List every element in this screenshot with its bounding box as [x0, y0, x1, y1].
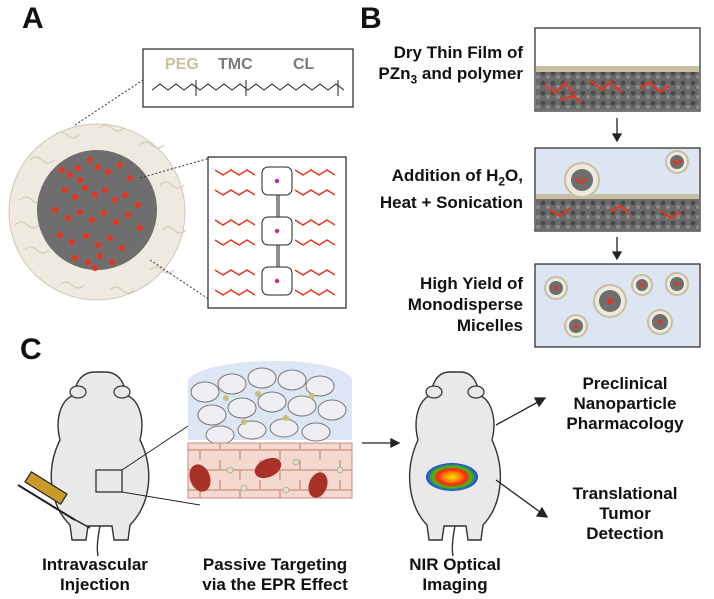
outcome2-line3: Detection [586, 524, 664, 543]
zoom-lines [74, 79, 211, 301]
injection-line2: Injection [60, 575, 130, 594]
step2-line1-sub: 2 [498, 174, 506, 189]
step3-line3: Micelles [456, 316, 523, 335]
step1-line1: Dry Thin Film of [393, 43, 523, 62]
arrow-to-imaging [362, 437, 401, 449]
cl-label: CL [293, 56, 315, 73]
panel-b-letter: B [360, 2, 382, 35]
outcome2-line1: Translational [572, 484, 678, 503]
injection-site-box [95, 469, 123, 493]
panel-c-letter: C [20, 333, 42, 366]
sonication-box [534, 147, 701, 232]
micelles-box [534, 263, 701, 348]
syringe-icon [17, 470, 91, 529]
injection-label: Intravascular Injection [10, 555, 180, 595]
imaging-line2: Imaging [422, 575, 488, 594]
micelle-diagram [8, 79, 211, 301]
zoom-lines-c [121, 417, 201, 506]
side-chains [214, 169, 336, 296]
polymer-backbone [151, 83, 345, 91]
targeting-label: Passive Targeting via the EPR Effect [180, 555, 370, 595]
imaging-label: NIR Optical Imaging [385, 555, 525, 595]
porphyrin-dots [52, 157, 143, 271]
step2-line1-suffix: O, [505, 166, 523, 185]
step1-line2-suffix: and polymer [417, 64, 523, 83]
epr-tissue [187, 360, 353, 499]
step2-line2: Heat + Sonication [379, 193, 523, 213]
tumor-cells [190, 367, 347, 445]
nir-signal [426, 463, 478, 491]
corona-chains [14, 124, 187, 294]
step1-line2-sub: 3 [410, 72, 418, 87]
step3-line1: High Yield of [420, 274, 523, 293]
step1-line2-prefix: PZn [378, 64, 411, 83]
step3-label: High Yield of Monodisperse Micelles [345, 273, 523, 336]
porphyrin-trimer-box [207, 156, 347, 309]
step2-line1-prefix: Addition of H [391, 166, 499, 185]
red-blood-cells [189, 457, 328, 498]
step2-label: Addition of H2O, Heat + Sonication [345, 165, 523, 213]
injection-line1: Intravascular [42, 555, 148, 574]
peg-label: PEG [165, 56, 199, 73]
outcome1-label: Preclinical Nanoparticle Pharmacology [545, 374, 705, 434]
mouse-injection [50, 371, 150, 557]
outcome1-line2: Nanoparticle [573, 394, 677, 413]
thin-film-box [534, 27, 701, 112]
targeting-line2: via the EPR Effect [202, 575, 348, 594]
step1-label: Dry Thin Film of PZn3 and polymer [345, 42, 523, 90]
step3-line2: Monodisperse [407, 295, 523, 314]
porphyrin-rings [261, 166, 293, 296]
panel-a-letter: A [22, 2, 44, 35]
outcome1-line3: Pharmacology [566, 414, 684, 433]
polymer-structure-box: PEG TMC CL [142, 48, 354, 108]
mouse-imaging [408, 371, 502, 557]
tmc-label: TMC [218, 56, 253, 73]
outcome2-line2: Tumor [599, 504, 651, 523]
outcome-arrows [495, 397, 549, 518]
outcome1-line1: Preclinical [582, 374, 668, 393]
micelle-core [37, 150, 157, 270]
imaging-line1: NIR Optical [409, 555, 501, 574]
outcome2-label: Translational Tumor Detection [545, 484, 705, 544]
targeting-line1: Passive Targeting [202, 555, 348, 574]
panel-b-arrows [611, 118, 623, 261]
